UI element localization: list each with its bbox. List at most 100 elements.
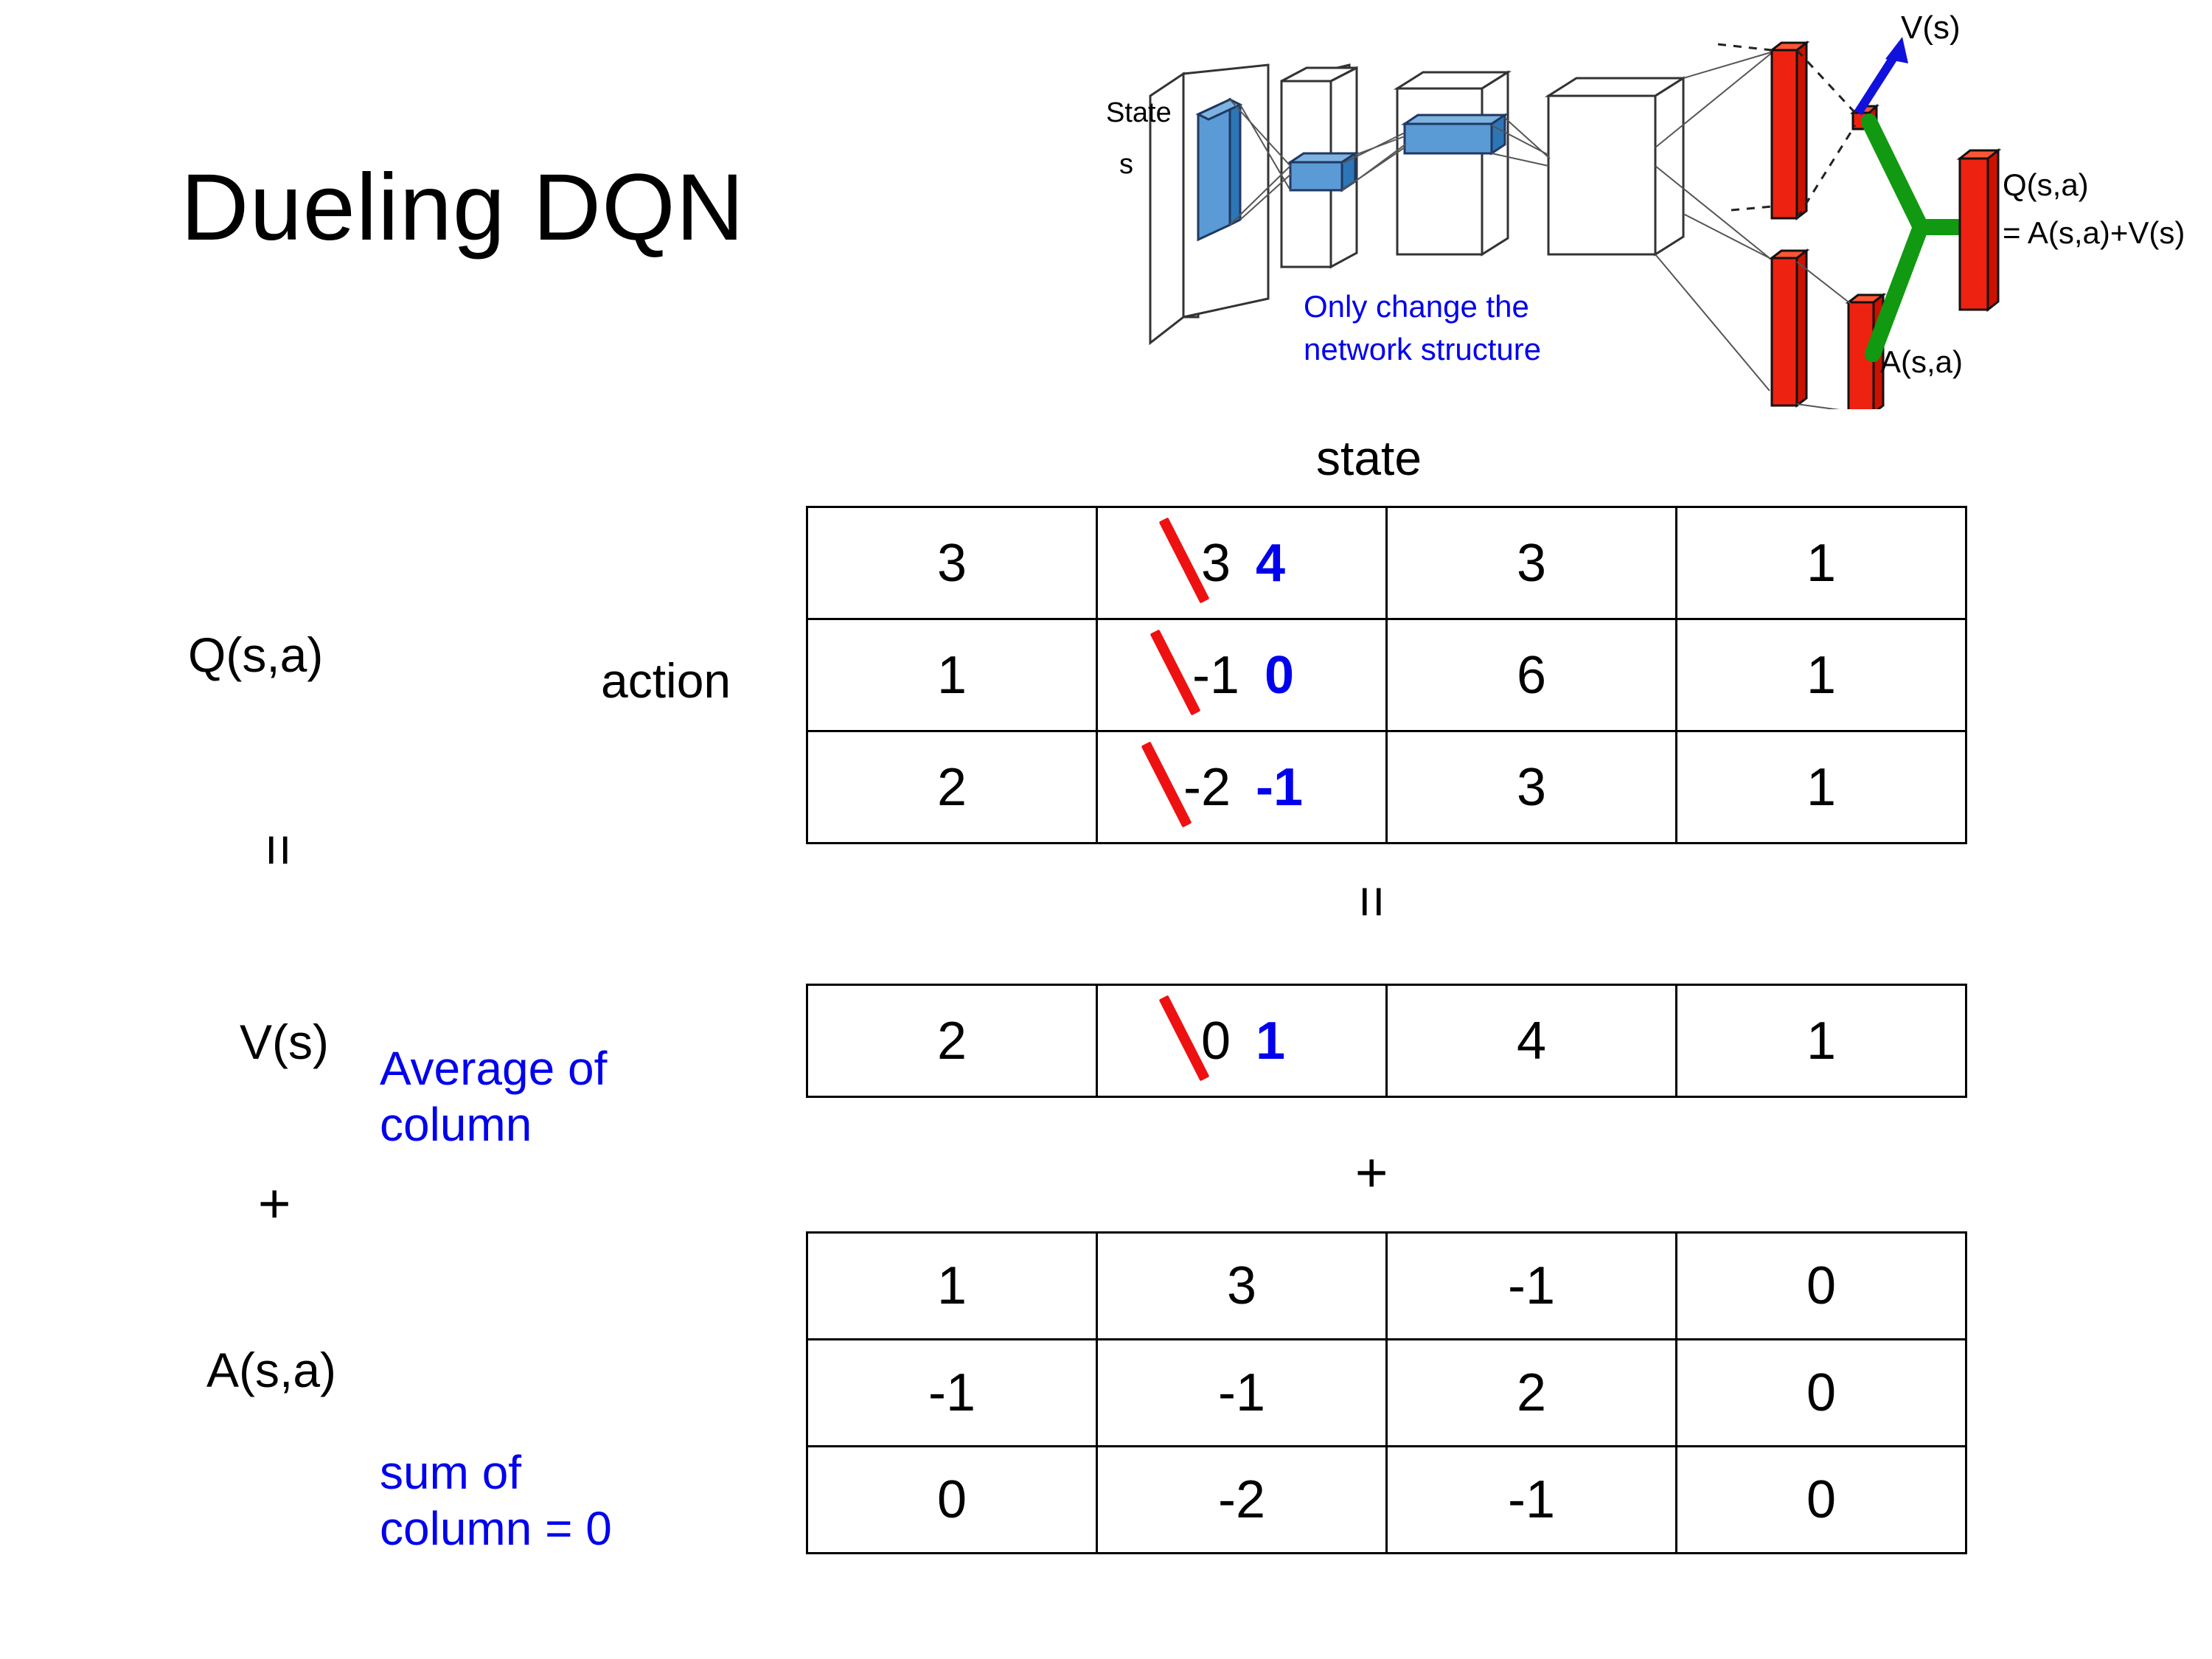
cell-value: 1 [1806, 533, 1837, 593]
table-cell: 3 [1096, 1231, 1388, 1340]
replacement-value: 1 [1256, 1011, 1286, 1071]
diagram-state-label-line1: State [1106, 97, 1172, 128]
table-cell: 1 [806, 1231, 1098, 1340]
table-row: -1 -1 2 0 [806, 1338, 1967, 1447]
cell-value: 2 [1516, 1363, 1547, 1422]
plus-operator-left: + [243, 1187, 307, 1221]
table-cell: -1 [1385, 1231, 1677, 1340]
advantage-stream-bar-shape [1768, 248, 1810, 408]
table-row: 2 -2 -1 3 1 [806, 730, 1967, 844]
v-function-label: V(s) [240, 1015, 329, 1069]
value-dashed-lines [1717, 43, 1857, 219]
cell-value: 1 [936, 1256, 967, 1315]
table-cell: 4 [1385, 984, 1677, 1098]
input-filter-shape [1195, 97, 1243, 242]
diagram-q-output-label-line1: Q(s,a) [2003, 167, 2089, 202]
cell-value: 3 [1516, 533, 1547, 593]
a-function-label: A(s,a) [206, 1343, 337, 1397]
cell-value: -1 [1217, 1363, 1266, 1422]
cell-value: 2 [936, 757, 967, 817]
table-cell: -1 [1096, 1338, 1388, 1447]
cell-value: 1 [1806, 757, 1837, 817]
diagram-caption-line2: network structure [1304, 332, 1541, 366]
table-cell: 0 [1675, 1231, 1967, 1340]
table-row: 1 3 -1 0 [806, 1231, 1967, 1340]
table-cell: 6 [1385, 618, 1677, 732]
struck-value: -1 [1189, 649, 1242, 702]
dueling-network-diagram: State s Only change the network structur… [1106, 7, 2197, 409]
sum-note-line2: column = 0 [380, 1501, 612, 1555]
replacement-value: 4 [1256, 533, 1286, 593]
struck-value: 0 [1198, 1015, 1234, 1068]
table-cell: 2 [1385, 1338, 1677, 1447]
average-note-line1: Average of [380, 1042, 608, 1095]
replacement-value: -1 [1256, 757, 1304, 817]
struck-value: 3 [1198, 537, 1234, 590]
equals-operator-left: = [247, 833, 310, 867]
cell-value: 6 [1516, 645, 1547, 705]
table-cell: 1 [1675, 618, 1967, 732]
table-cell: 0 [1675, 1338, 1967, 1447]
conv-filter-2-shape [1401, 113, 1509, 156]
plus-operator-middle: + [1340, 1156, 1404, 1190]
state-axis-label: state [1316, 431, 1422, 485]
cell-value: 3 [1516, 757, 1547, 817]
combine-green-shape [1861, 114, 1969, 362]
cell-value: -1 [1507, 1470, 1556, 1529]
table-cell: 1 [806, 618, 1098, 732]
table-row: 0 -2 -1 0 [806, 1445, 1967, 1554]
sum-of-column-note: sum of column = 0 [380, 1445, 612, 1557]
q-output-bar-shape [1956, 147, 2002, 313]
equals-operator-middle: = [1340, 885, 1404, 919]
value-stream-bar-shape [1768, 40, 1810, 221]
stream-split-lines [1655, 51, 1774, 392]
average-of-column-note: Average of column [380, 1041, 607, 1152]
table-cell: -2 [1096, 1445, 1388, 1554]
table-cell: 2 [806, 730, 1098, 844]
cell-value: 0 [1806, 1256, 1837, 1315]
table-cell: 3 [1385, 506, 1677, 620]
diagram-a-output-label: A(s,a) [1880, 344, 1963, 379]
q-function-label: Q(s,a) [188, 627, 324, 682]
diagram-state-label-line2: s [1119, 149, 1133, 180]
cell-value: 1 [1806, 645, 1837, 705]
table-cell: 3 [1385, 730, 1677, 844]
table-cell: 0 [806, 1445, 1098, 1554]
cell-value: 0 [1806, 1470, 1837, 1529]
conv-layer-2-shape [1393, 70, 1512, 257]
diagram-q-output-label-line2: = A(s,a)+V(s) [2003, 215, 2185, 250]
table-cell: -1 [806, 1338, 1098, 1447]
diagram-caption-line1: Only change the [1304, 289, 1529, 324]
table-cell-edited: -2 -1 [1096, 730, 1388, 844]
cell-value: -1 [928, 1363, 976, 1422]
cell-value: 1 [936, 645, 967, 705]
a-value-table: 1 3 -1 0 -1 -1 2 0 0 -2 -1 0 [806, 1231, 1967, 1554]
sum-note-line1: sum of [380, 1446, 522, 1499]
table-cell: 2 [806, 984, 1098, 1098]
table-cell: 3 [806, 506, 1098, 620]
cell-value: -2 [1217, 1470, 1266, 1529]
table-cell: 1 [1675, 730, 1967, 844]
cell-value: -1 [1507, 1256, 1556, 1315]
page-title: Dueling DQN [181, 155, 745, 260]
struck-value: -2 [1180, 761, 1234, 814]
conv-layer-3-shape [1544, 76, 1688, 257]
table-cell: 1 [1675, 984, 1967, 1098]
conv-filter-1-shape [1287, 151, 1359, 192]
cell-value: 4 [1516, 1011, 1547, 1071]
table-cell: 0 [1675, 1445, 1967, 1554]
table-cell: -1 [1385, 1445, 1677, 1554]
average-note-line2: column [380, 1097, 532, 1151]
cell-value: 1 [1806, 1011, 1837, 1071]
diagram-v-output-label: V(s) [1901, 10, 1961, 46]
cell-value: 0 [1806, 1363, 1837, 1422]
advantage-connector-lines [1796, 261, 1851, 409]
